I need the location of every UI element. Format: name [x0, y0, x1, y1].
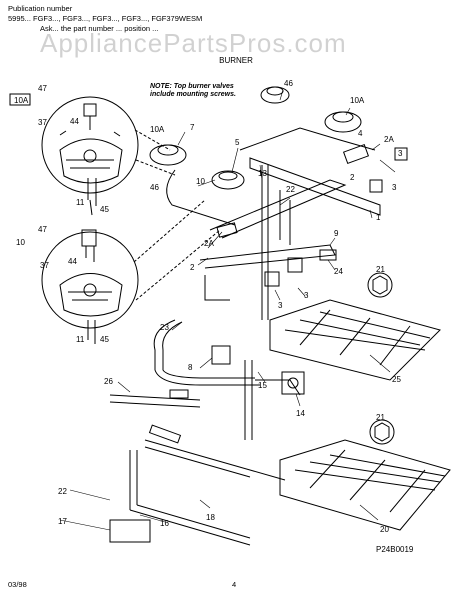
callout-7: 7	[190, 123, 195, 132]
callout-46: 46	[284, 79, 293, 88]
callout-10: 10	[16, 238, 25, 247]
callout-3: 3	[304, 291, 309, 300]
callout-26: 26	[104, 377, 113, 386]
detail-circle-bottom	[41, 229, 139, 344]
diagram-code: P24B0019	[376, 545, 414, 554]
callout-leaders	[59, 89, 396, 531]
callout-46: 46	[150, 183, 159, 192]
callout-5: 5	[235, 138, 240, 147]
callout-21: 21	[376, 265, 385, 274]
callout-2: 2	[190, 263, 195, 272]
detail-circle-top	[9, 93, 139, 216]
callout-44: 44	[70, 117, 79, 126]
instruction-text: Ask... the part number ... position ...	[40, 24, 159, 33]
model-numbers: 5995... FGF3..., FGF3..., FGF3..., FGF3.…	[8, 14, 203, 23]
callout-11: 11	[76, 335, 85, 344]
callout-13: 13	[258, 169, 267, 178]
callout-2a: 2A	[204, 239, 214, 248]
callout-22: 22	[58, 487, 67, 496]
callout-3: 3	[278, 301, 283, 310]
callout-9: 9	[334, 229, 339, 238]
callout-24: 24	[334, 267, 343, 276]
callout-47: 47	[38, 225, 47, 234]
grate-top	[269, 299, 441, 381]
callout-47: 47	[38, 84, 47, 93]
burner-heads	[149, 86, 362, 190]
callout-4: 4	[358, 129, 363, 138]
callout-37: 37	[40, 261, 49, 270]
detail-leaders	[133, 129, 221, 301]
callout-10a: 10A	[150, 125, 165, 134]
callout-22: 22	[286, 185, 295, 194]
callout-1: 1	[376, 213, 381, 222]
callout-16: 16	[160, 519, 169, 528]
mounting-plates	[264, 147, 408, 287]
footer-date: 03/98	[8, 580, 27, 589]
callout-10a: 10A	[350, 96, 365, 105]
callout-45: 45	[100, 335, 109, 344]
callout-11: 11	[76, 198, 85, 207]
grate-bottom	[279, 439, 451, 531]
callout-45: 45	[100, 205, 109, 214]
callout-8: 8	[188, 363, 193, 372]
nut-icons	[367, 272, 395, 445]
callout-10a: 10A	[14, 96, 29, 105]
callout-37: 37	[38, 118, 47, 127]
igniter-module	[211, 345, 231, 365]
callout-2a: 2A	[384, 135, 394, 144]
gas-tubing	[109, 127, 381, 546]
note-line-1: NOTE: Top burner valves	[150, 83, 234, 90]
callout-10: 10	[196, 177, 205, 186]
diagram-title: BURNER	[219, 56, 253, 65]
callout-3: 3	[392, 183, 397, 192]
callout-18: 18	[206, 513, 215, 522]
callout-14: 14	[296, 409, 305, 418]
callout-23: 23	[160, 323, 169, 332]
callout-44: 44	[68, 257, 77, 266]
note-line-2: include mounting screws.	[150, 91, 236, 98]
publication-label: Publication number	[8, 4, 73, 13]
callout-3: 3	[398, 149, 403, 158]
watermark: AppliancePartsPros.com	[40, 28, 347, 58]
callout-20: 20	[380, 525, 389, 534]
callout-15: 15	[258, 381, 267, 390]
callout-25: 25	[392, 375, 401, 384]
callout-21: 21	[376, 413, 385, 422]
footer-page: 4	[232, 580, 237, 589]
valves	[109, 143, 370, 543]
callout-17: 17	[58, 517, 67, 526]
callout-2: 2	[350, 173, 355, 182]
